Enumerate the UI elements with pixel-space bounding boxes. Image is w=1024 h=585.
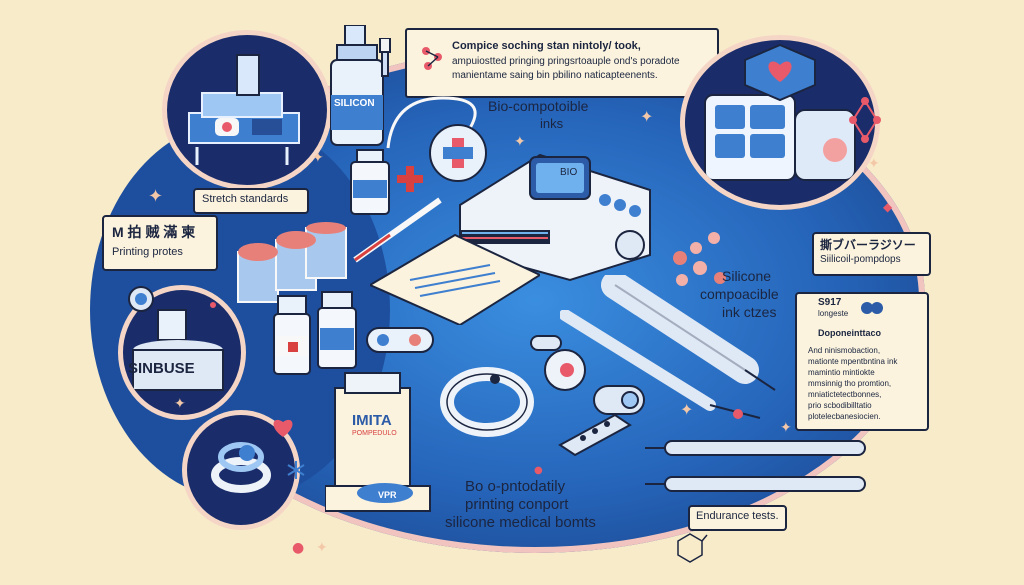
stylus-icon [353, 197, 442, 263]
monitor-illustration [704, 43, 856, 181]
probe-icon [530, 335, 586, 391]
sparkle-icon: ✦ [514, 134, 526, 150]
printing-protes-tag [102, 215, 218, 271]
top-note-banner [405, 28, 719, 98]
lab-machine-illustration [188, 54, 300, 165]
perforated-strip-icon [558, 413, 632, 457]
note-body-line: prio scbodibilltatio [808, 401, 872, 410]
stretch-standards-tag [193, 188, 309, 214]
right-info-note [795, 292, 929, 431]
sparkle-icon: ✦ [316, 540, 328, 556]
bottom-text-line-2: printing conport [465, 496, 569, 513]
bottom-text-line-3: silicone medical bomts [445, 514, 596, 531]
bio-inks-line-1: Bio-compotoible [488, 98, 589, 114]
silicone-bottle-icon [330, 25, 384, 146]
medicine-bottles-icon [273, 291, 357, 375]
printer-device-illustration [459, 153, 651, 282]
dispenser-box-icon [325, 372, 431, 512]
note-heading: Doponeinttaco [818, 328, 881, 338]
molecule-icon [677, 533, 708, 563]
pens-icon [645, 440, 866, 492]
imita-label: IMITA [352, 412, 392, 429]
note-body-line: mmsinnig tho promtion, [808, 379, 892, 388]
silicone-bottle-label: SILICON [334, 98, 375, 109]
pills-icon [673, 232, 726, 286]
tube-fitting-icon [593, 385, 645, 415]
sparkle-icon: ✦ [148, 186, 164, 207]
sparkle-icon: ✦ [680, 400, 694, 419]
sparkle-icon: ✦ [640, 107, 654, 126]
lab-equipment-circle [162, 30, 332, 190]
molecule-icon [422, 47, 442, 70]
wristband-icon [440, 367, 534, 437]
sample-jars-illustration [237, 222, 347, 303]
note-body-line: mamintio mintiokte [808, 368, 875, 377]
top-note-line-3: manientame saing bin pbilino naticapteen… [452, 70, 658, 81]
note-body-line: mniatictetectbonnes, [808, 390, 882, 399]
note-body-line: plotelecbanesiocien. [808, 412, 881, 421]
sparkle-icon: ● [534, 465, 543, 476]
badge-icon [128, 286, 154, 312]
top-note-line-2: ampuiostted pringing pringsrtoauple ond'… [452, 56, 680, 67]
bottom-text-line-1: Bo o-pntodatily [465, 478, 566, 495]
silicone-ink-line-1: Silicone [722, 268, 772, 284]
marker-pen-icon [601, 275, 776, 391]
endurance-tests-tag [688, 505, 787, 531]
bio-inks-line-2: inks [540, 116, 564, 131]
sparkle-icon: ✦ [312, 150, 324, 166]
snowflake-icon [287, 461, 305, 479]
card-chip-label: VPR [378, 490, 397, 500]
sparkle-icon: ✦ [868, 156, 880, 172]
note-body: And ninismobaction, mationte mpentbntina… [808, 345, 922, 422]
note-code: S917 [818, 297, 842, 308]
dropper-icon [379, 38, 391, 77]
sparkle-icon: ✦ [780, 420, 792, 436]
sparkle-icon: ✦ [174, 396, 186, 412]
silicone-ink-line-3: ink ctzes [722, 304, 777, 320]
right-tag [812, 232, 931, 276]
left-tag-subtitle: Printing protes [112, 246, 183, 258]
pill-strip-icon [366, 327, 434, 353]
dip-pen-icon [560, 310, 761, 419]
sinbuse-label: SINBUSE [128, 360, 195, 377]
right-tag-subtitle: Siilicoil-pompdops [820, 254, 901, 265]
endurance-tests-label: Endurance tests. [696, 510, 779, 522]
molecule-icon [849, 97, 881, 143]
sparkle-icon: ● [292, 540, 305, 556]
top-note-line-1: Compice soching stan nintoly/ took, [452, 40, 641, 52]
stretch-standards-label: Stretch standards [202, 193, 289, 205]
medicine-bottle-icon [350, 149, 390, 215]
plus-icon [397, 166, 423, 192]
printed-sheet-icon [370, 233, 540, 325]
cells-icon [861, 302, 883, 314]
right-tag-title: 撕ブバーラジソー [820, 238, 916, 252]
imita-sublabel: POMPEDULO [352, 430, 397, 437]
device-screen-text: BIO [560, 167, 578, 178]
left-tag-title: M 拍 贼 滿 柬 [112, 224, 196, 240]
note-body-line: mationte mpentbntina ink [808, 357, 898, 366]
note-body-line: And ninismobaction, [808, 346, 881, 355]
heart-icon [273, 419, 293, 437]
pill-jar-illustration [132, 297, 224, 391]
silicone-ink-line-2: compoacible [700, 286, 779, 302]
tube-connector-illustration [386, 96, 487, 182]
ring-illustration [211, 442, 271, 493]
note-code-sub: longeste [818, 309, 849, 318]
sparkle-icon: ◆ [883, 200, 893, 214]
